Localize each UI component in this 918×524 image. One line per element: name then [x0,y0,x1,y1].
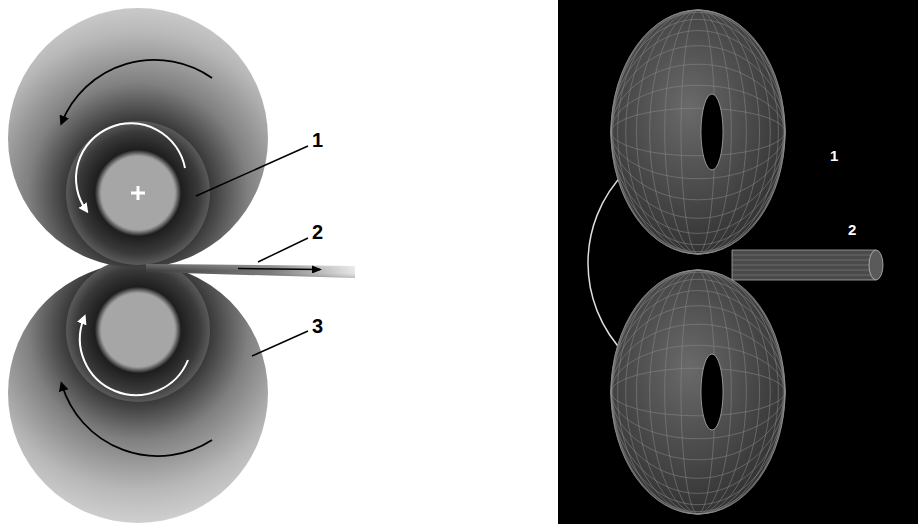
torus-wire [626,270,771,514]
callout-number: 1 [830,148,838,163]
torus-wire [650,10,747,254]
torus-wire [637,270,760,514]
render-panel [558,0,918,524]
torus-shape [611,10,785,254]
ring-rotation-arrow [80,318,188,395]
torus-wire [613,270,784,514]
lower-shaft [101,293,175,367]
rotation-arrow [62,60,212,122]
torus-wire [665,10,732,254]
torus-hole [701,94,723,170]
callout-number: 2 [848,222,856,237]
torus-wire [611,108,785,156]
torus-wire [611,368,785,416]
leader-line [196,146,308,196]
torus-wire [618,270,779,514]
torus-wire [611,306,785,479]
torus-wire [611,345,785,438]
torus-wire [626,10,771,254]
torus-wire [611,64,785,200]
torus-wire [637,10,760,254]
torus-wire [613,10,784,254]
torus-hole [701,354,723,430]
torus-wire [650,270,747,514]
rolled-strip [146,264,355,278]
callout-number: 2 [312,222,323,242]
callout-number: 3 [312,316,323,336]
rod-end [869,250,883,280]
workpiece-rod [732,250,876,280]
torus-wire [611,12,785,251]
upper-roll [8,8,268,268]
torus-wire [611,85,785,178]
upper-ring [66,121,210,265]
torus-shape [611,270,785,514]
callout-number: 1 [312,130,323,150]
torus-wire [611,324,785,460]
torus-wire [611,46,785,219]
rod-wire [732,260,876,261]
leader-line [252,331,308,356]
ring-rotation-arrow [76,123,185,210]
upper-shaft [101,156,175,230]
center-mark [131,186,145,200]
torus-wire [611,272,785,511]
torus-wire [611,19,785,244]
feed-arrow [238,269,320,270]
torus-wire [665,270,732,514]
rod-wire [732,265,876,266]
torus-wire [611,279,785,504]
rod-wire [732,275,876,276]
lower-ring [66,258,210,402]
rod-wire [732,270,876,271]
rod-wire [732,255,876,256]
torus-wire [618,10,779,254]
leader-line [258,238,308,262]
torus-wire [611,31,785,234]
rolled-strip-shade [146,264,355,278]
torus-wire [611,291,785,494]
